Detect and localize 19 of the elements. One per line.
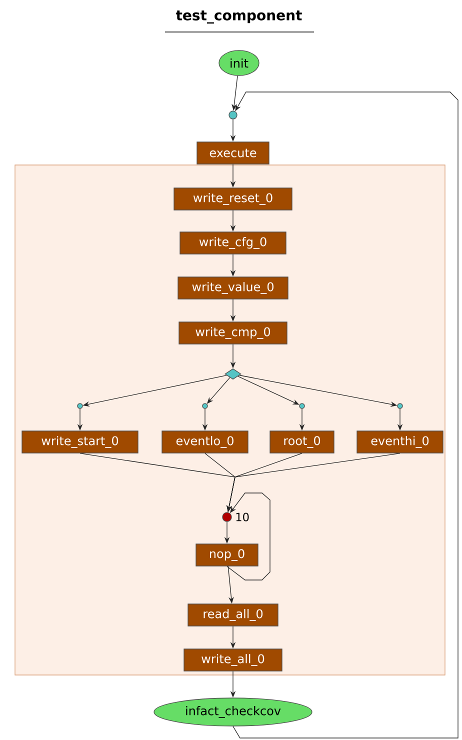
arrow [232, 92, 458, 738]
process-box: execute [196, 142, 270, 164]
process-box: write_cmp_0 [178, 322, 288, 344]
junction-dot [228, 110, 238, 120]
process-box: nop_0 [196, 544, 258, 566]
process-box: write_reset_0 [174, 188, 292, 210]
diagram-title: test_component [176, 10, 302, 24]
arrow [226, 492, 270, 580]
process-box: write_cfg_0 [180, 232, 286, 254]
process-box: read_all_0 [188, 604, 278, 626]
process-box: write_start_0 [22, 430, 138, 454]
count-label: 10 [236, 512, 249, 522]
process-box: write_value_0 [178, 276, 288, 300]
process-box: root_0 [270, 430, 334, 454]
process-box: write_all_0 [184, 648, 282, 672]
process-box: eventhi_0 [356, 430, 444, 454]
process-box: eventlo_0 [162, 430, 248, 454]
repeat-dot [222, 512, 232, 522]
branch-diamond [224, 368, 242, 380]
